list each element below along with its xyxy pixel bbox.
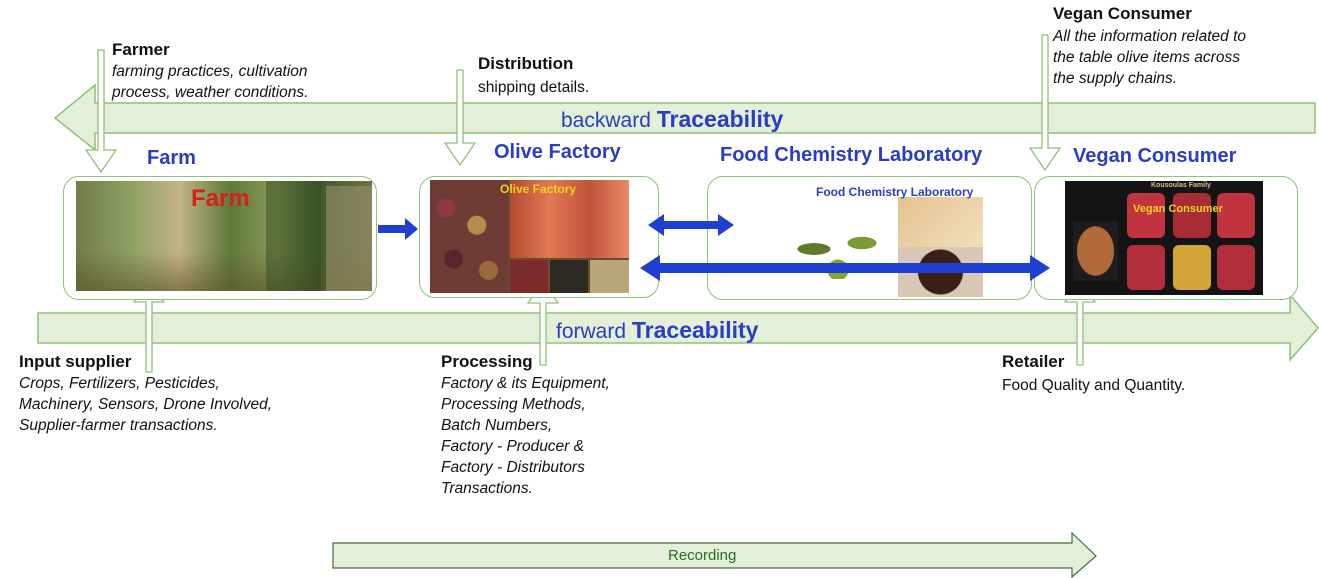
farm-photo: Farm xyxy=(76,181,372,291)
recording-label: Recording xyxy=(668,547,737,564)
factory-lab-double-arrow xyxy=(648,214,734,236)
olive-factory-box: Olive Factory xyxy=(419,176,659,298)
farm-title: Farm xyxy=(147,147,196,169)
distribution-annotation: Distribution shipping details. xyxy=(478,54,589,98)
lab-title: Food Chemistry Laboratory xyxy=(720,144,983,166)
consumer-down-arrow xyxy=(1028,34,1062,172)
farmer-desc: farming practices, cultivation process, … xyxy=(112,63,309,101)
vegan-consumer-box: Kousoulas Family Vegan Consumer xyxy=(1034,176,1298,300)
vegan-consumer-actor-title: Vegan Consumer xyxy=(1053,4,1192,23)
vegan-consumer-annotation: Vegan Consumer All the information relat… xyxy=(1053,4,1246,89)
processing-annotation: Processing Factory & its Equipment, Proc… xyxy=(441,352,610,499)
backward-traceability-arrow xyxy=(53,83,1316,152)
retailer-title: Retailer xyxy=(1002,352,1065,371)
olive-factory-title: Olive Factory xyxy=(494,141,621,163)
input-supplier-desc: Crops, Fertilizers, Pesticides, Machiner… xyxy=(19,375,272,434)
factory-consumer-double-arrow xyxy=(640,255,1050,281)
processing-title: Processing xyxy=(441,352,533,371)
retailer-annotation: Retailer Food Quality and Quantity. xyxy=(1002,352,1185,396)
farmer-down-arrow xyxy=(84,49,118,174)
vegan-consumer-photo-label: Vegan Consumer xyxy=(1133,203,1223,215)
backward-traceability-label: backward Traceability xyxy=(561,106,784,132)
recording-arrow xyxy=(332,531,1097,578)
lab-photo-label: Food Chemistry Laboratory xyxy=(816,185,974,199)
olive-factory-photo: Olive Factory xyxy=(430,180,629,293)
farmer-title: Farmer xyxy=(112,40,170,59)
farm-box: Farm xyxy=(63,176,377,300)
vegan-consumer-photo-brand: Kousoulas Family xyxy=(1151,182,1211,189)
forward-traceability-arrow xyxy=(37,292,1319,362)
retailer-desc: Food Quality and Quantity. xyxy=(1002,377,1186,394)
processing-desc: Factory & its Equipment, Processing Meth… xyxy=(441,375,610,497)
olive-factory-photo-label: Olive Factory xyxy=(500,182,577,196)
input-supplier-title: Input supplier xyxy=(19,352,132,371)
distribution-title: Distribution xyxy=(478,54,574,73)
input-supplier-annotation: Input supplier Crops, Fertilizers, Pesti… xyxy=(19,352,272,436)
distribution-desc: shipping details. xyxy=(478,79,590,96)
farm-to-factory-arrow xyxy=(378,218,418,240)
vegan-consumer-photo: Kousoulas Family Vegan Consumer xyxy=(1065,181,1263,295)
distribution-down-arrow xyxy=(443,69,477,167)
forward-traceability-label: forward Traceability xyxy=(556,317,759,343)
farmer-annotation: Farmer farming practices, cultivation pr… xyxy=(112,40,308,103)
farm-photo-label: Farm xyxy=(191,185,250,212)
vegan-consumer-desc: All the information related to the table… xyxy=(1053,28,1246,87)
vegan-consumer-title: Vegan Consumer xyxy=(1073,145,1237,167)
